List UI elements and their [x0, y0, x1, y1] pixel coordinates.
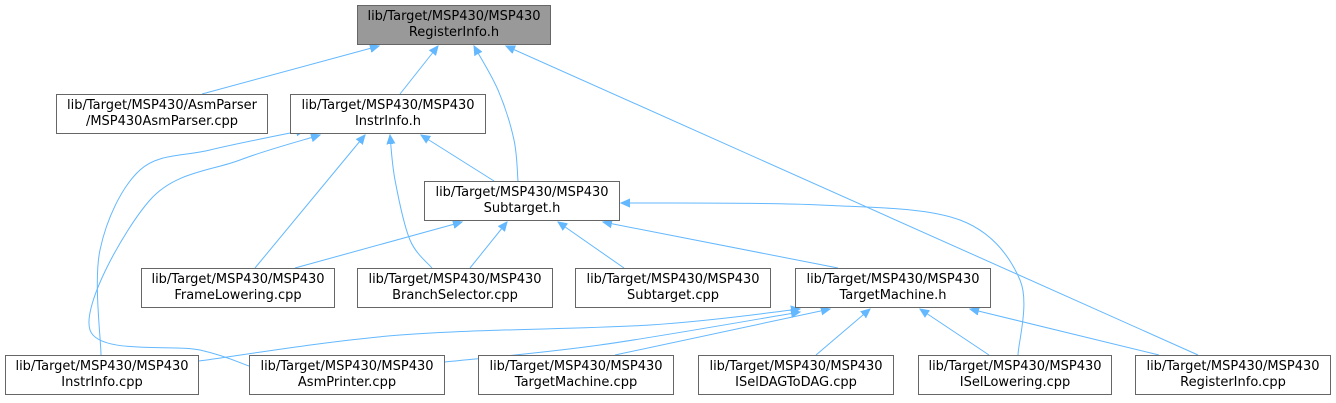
node-label-line: InstrInfo.h	[354, 114, 422, 129]
node-label-line: /MSP430AsmParser.cpp	[85, 114, 239, 129]
node-label-line: Subtarget.h	[483, 201, 561, 216]
node-label-line: AsmPrinter.cpp	[297, 375, 397, 390]
edge-framelowering_cpp-to-instrinfo_h	[254, 135, 365, 269]
edge-reginfo_cpp-to-reginfo_h	[506, 46, 1199, 356]
edge-asmprinter_cpp-to-instrinfo_h	[88, 135, 320, 367]
node-label-line: lib/Target/MSP430/MSP430	[435, 185, 609, 200]
edge-isellowering_cpp-to-targetmachine_h	[920, 309, 990, 356]
edge-branchselector_cpp-to-instrinfo_h	[390, 135, 433, 269]
node-label-line: lib/Target/MSP430/MSP430	[709, 359, 883, 374]
edge-asmparser_cpp-to-reginfo_h	[201, 46, 379, 95]
node-label-line: Subtarget.cpp	[626, 288, 720, 303]
node-label-line: TargetMachine.h	[839, 288, 947, 303]
edge-branchselector_cpp-to-subtarget_h	[469, 222, 507, 269]
edge-instrinfo_h-to-reginfo_h	[399, 46, 438, 95]
node-label-line: lib/Target/MSP430/AsmParser	[67, 98, 257, 113]
node-label-line: ISelDAGToDAG.cpp	[735, 375, 857, 390]
node-label-line: lib/Target/MSP430/MSP430	[260, 359, 434, 374]
node-label-line: lib/Target/MSP430/MSP430	[586, 272, 760, 287]
node-label-line: BranchSelector.cpp	[392, 288, 518, 303]
node-label-line: lib/Target/MSP430/MSP430	[151, 272, 325, 287]
edge-reginfo_cpp-to-targetmachine_h	[970, 309, 1160, 356]
node-label-line: RegisterInfo.cpp	[1180, 375, 1286, 390]
node-label-line: RegisterInfo.h	[408, 25, 500, 40]
node-label-line: lib/Target/MSP430/MSP430	[928, 359, 1102, 374]
node-label-line: FrameLowering.cpp	[174, 288, 302, 303]
edge-subtarget_cpp-to-subtarget_h	[558, 222, 625, 269]
node-label-line: lib/Target/MSP430/MSP430	[368, 272, 542, 287]
node-label-line: lib/Target/MSP430/MSP430	[15, 359, 189, 374]
node-label-line: lib/Target/MSP430/MSP430	[301, 98, 475, 113]
node-label-line: InstrInfo.cpp	[61, 375, 143, 390]
edge-isellowering_cpp-to-subtarget_h	[621, 203, 1025, 356]
edge-subtarget_h-to-reginfo_h	[474, 46, 519, 182]
edge-instrinfo_cpp-to-targetmachine_h	[198, 309, 800, 362]
edge-instrinfo_cpp-to-instrinfo_h	[96, 130, 305, 356]
edges	[88, 46, 1199, 367]
node-label-line: lib/Target/MSP430/MSP430	[1146, 359, 1320, 374]
edge-framelowering_cpp-to-subtarget_h	[294, 222, 462, 269]
edge-targetmachine_cpp-to-targetmachine_h	[614, 309, 830, 356]
edge-iseldagtodag_cpp-to-targetmachine_h	[815, 309, 870, 356]
edge-subtarget_h-to-instrinfo_h	[421, 135, 495, 182]
node-asmparser-cpp[interactable]: lib/Target/MSP430/AsmParser/MSP430AsmPar…	[56, 94, 268, 134]
node-label-line: lib/Target/MSP430/MSP430	[367, 9, 541, 24]
node-label-line: lib/Target/MSP430/MSP430	[489, 359, 663, 374]
node-label-line: ISelLowering.cpp	[959, 375, 1071, 390]
node-label-line: TargetMachine.cpp	[514, 375, 638, 390]
edge-targetmachine_h-to-subtarget_h	[603, 222, 839, 269]
node-label-line: lib/Target/MSP430/MSP430	[806, 272, 980, 287]
